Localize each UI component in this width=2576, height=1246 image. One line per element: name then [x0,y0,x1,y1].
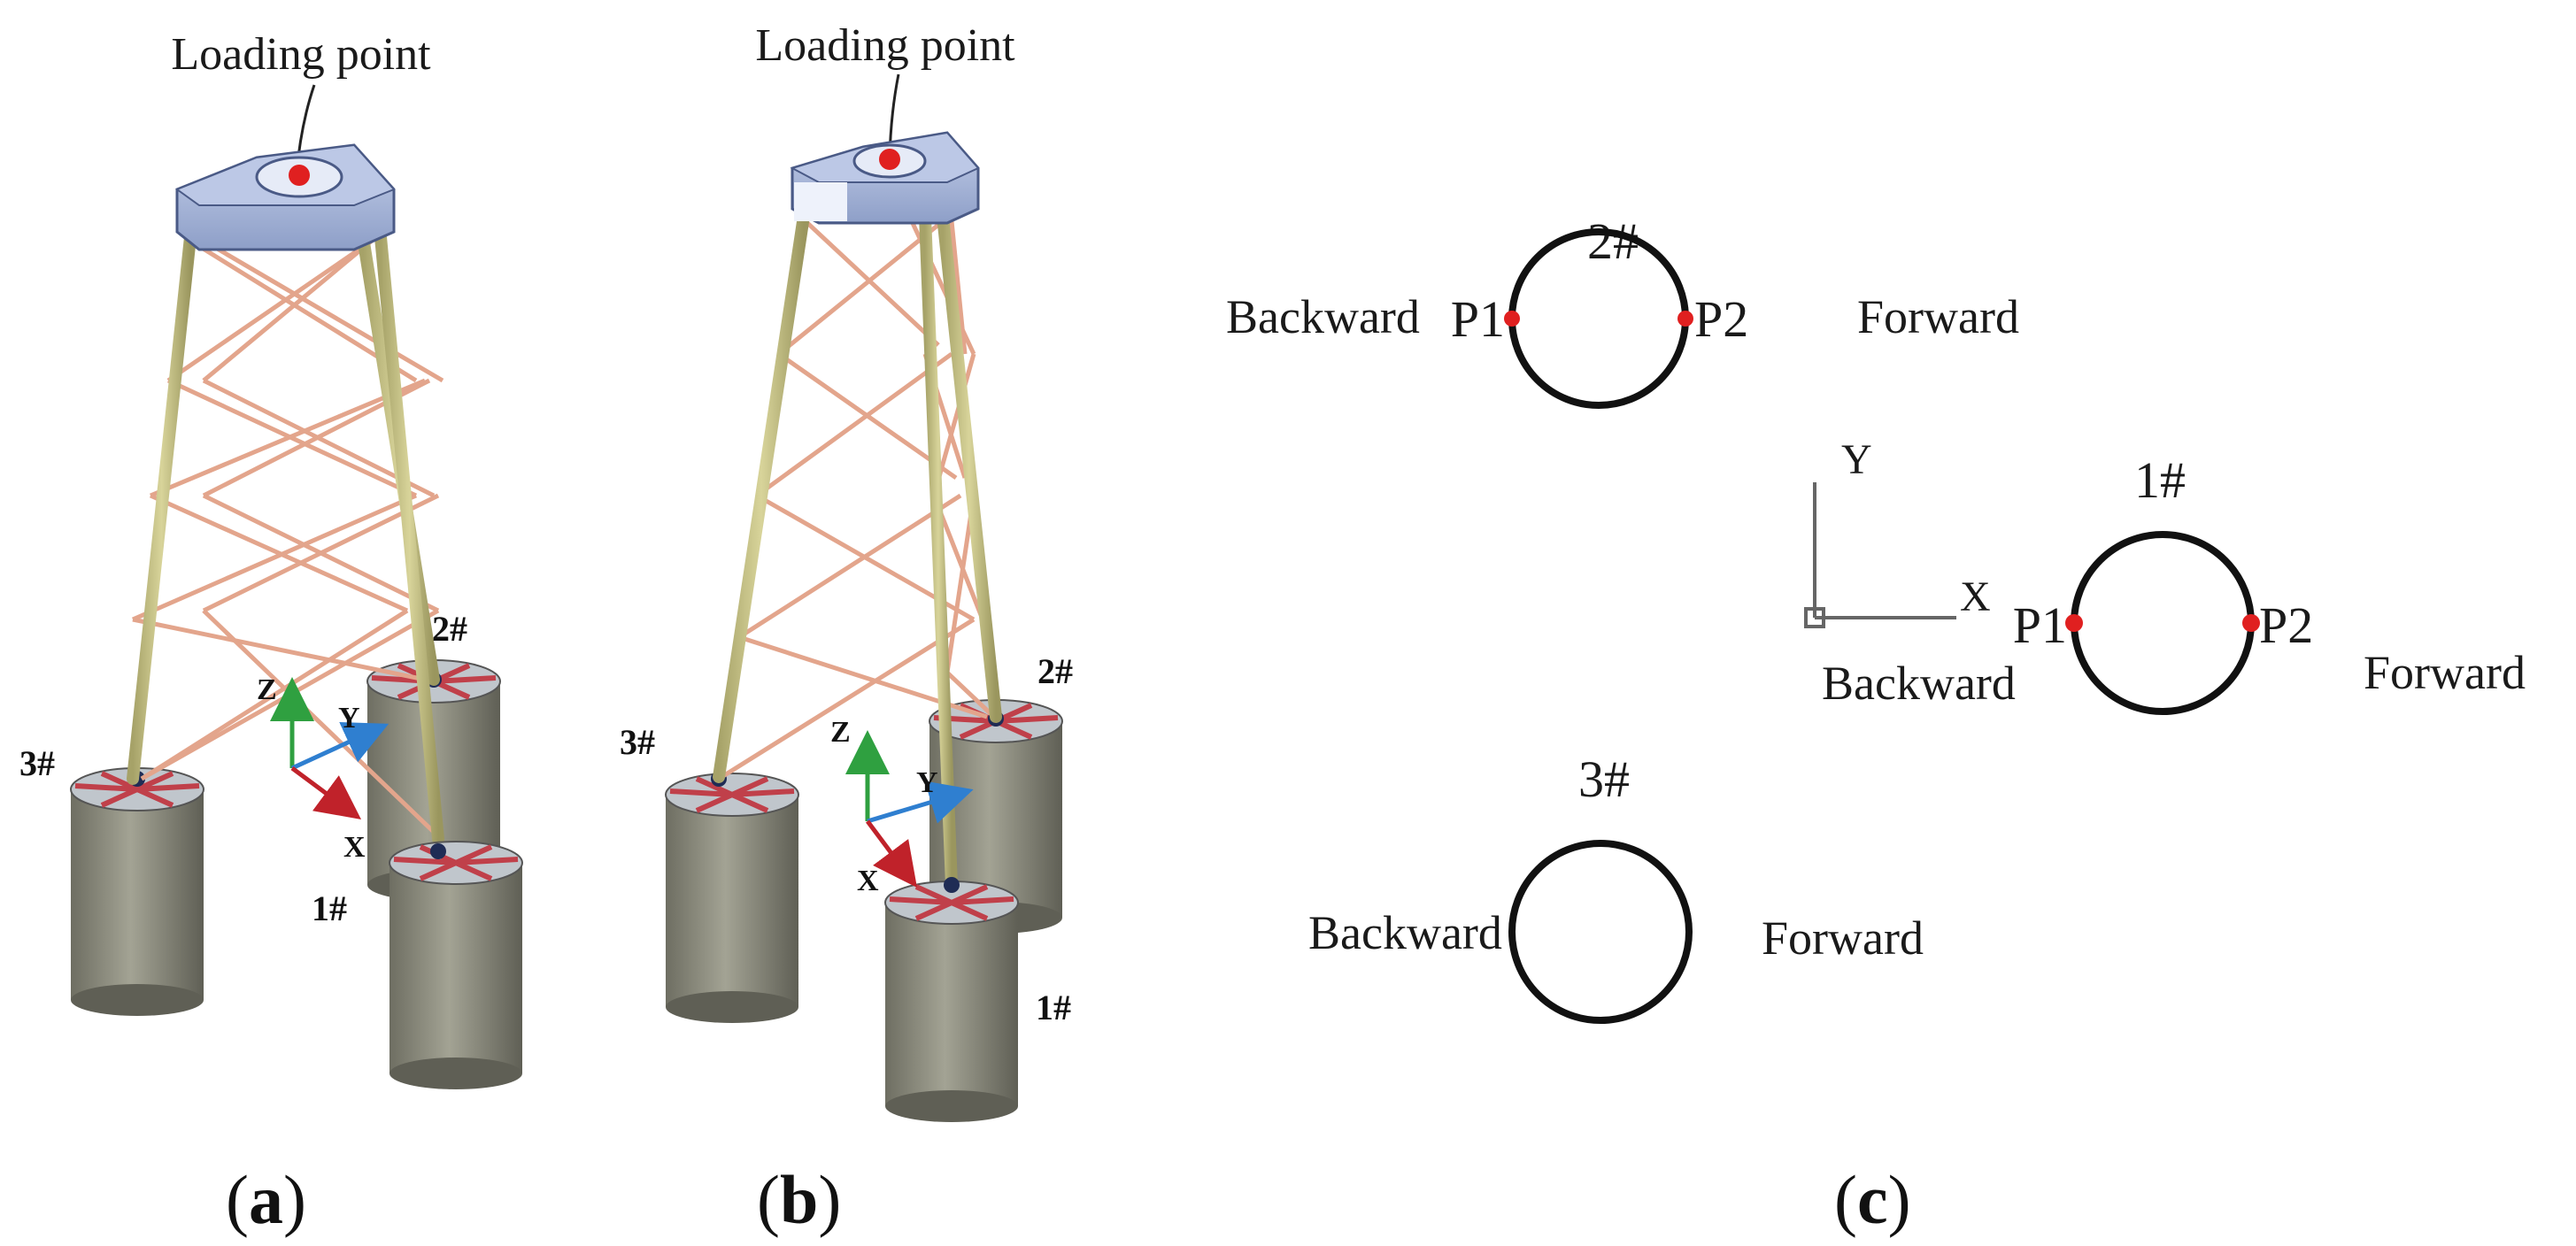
panel-c-pile-3-label: 3# [1578,750,1630,808]
panel-a-axis-z-label: Z [257,673,277,706]
panel-b-bucket-3 [665,771,799,1023]
panel-c-pile-3-circle [1508,840,1693,1024]
panel-c-pile-2-backward: Backward [1226,290,1420,343]
panel-b-loading-point-label: Loading point [755,20,1015,71]
panel-a-pile-1-label: 1# [312,888,347,928]
panel-c-pile-1-p2-marker [2242,614,2260,632]
panel-a-axis-triad: Z Y X [257,673,389,864]
panel-a-bucket-3 [70,767,204,1016]
panel-a-pile-3-label: 3# [19,743,55,783]
panel-c-pile-1-backward: Backward [1822,657,2016,710]
panel-c-axes: Y X [1804,436,1991,628]
panel-a-axis-x-label: X [343,831,366,864]
panel-c-pile-1-p2-label: P2 [2259,596,2313,654]
panel-b-loading-point-marker [879,149,900,170]
panel-c-pile-1: 1# P1 P2 Backward Forward [1822,451,2526,715]
panel-c-pile-1-circle [2071,531,2255,715]
panel-c-pile-1-p1-marker [2065,614,2083,632]
panel-a-legs [127,231,444,845]
panel-a-loading-point-marker [289,165,310,186]
panel-b-axis-triad: Z Y X [830,716,974,897]
panel-c-axis-y-label: Y [1841,436,1872,483]
panel-a-loading-point-label: Loading point [171,29,431,80]
panel-b-caption: (b) [757,1161,841,1238]
panel-b-axis-y-label: Y [916,766,938,799]
panel-c-pile-2-p2-marker [1677,311,1693,327]
panel-b-pile-3-label: 3# [620,722,655,762]
panel-a-caption: (a) [226,1161,306,1238]
panel-c-pile-1-p1-label: P1 [2013,596,2067,654]
panel-c-axis-x-label: X [1960,573,1991,620]
panel-b-jacket-model: Loading point [620,20,1073,1238]
panel-c-pile-1-label: 1# [2134,451,2186,509]
panel-a-bucket-1 [389,841,523,1089]
panel-b-axis-z-label: Z [830,716,851,749]
panel-c-pile-3-backward: Backward [1308,906,1502,959]
panel-c-plan-view: 2# P1 P2 Backward Forward Y X 1# P1 P2 B… [1226,212,2526,1238]
panel-b-bucket-1 [884,877,1019,1122]
panel-c-pile-2-p2-label: P2 [1694,290,1748,348]
panel-c-pile-2-forward: Forward [1857,290,2019,343]
panel-b-pile-2-label: 2# [1037,651,1073,691]
panel-a-transition-piece [174,143,396,251]
panel-c-pile-2: 2# P1 P2 Backward Forward [1226,212,2019,409]
panel-a-jacket-model: Loading point [19,29,523,1238]
panel-b-transition-piece [790,131,980,225]
panel-b-pile-1-label: 1# [1036,988,1071,1027]
panel-c-pile-3-forward: Forward [1762,911,1924,965]
panel-c-pile-2-p1-label: P1 [1451,290,1505,348]
panel-c-caption: (c) [1834,1161,1911,1238]
panel-b-axis-x-label: X [857,865,879,897]
panel-b-legs [713,210,1002,891]
panel-a-axis-y-label: Y [338,702,360,735]
panel-a-pile-2-label: 2# [432,609,467,649]
panel-c-pile-3: 3# Backward Forward [1308,750,1924,1024]
panel-c-pile-2-p1-marker [1504,311,1520,327]
panel-c-pile-1-forward: Forward [2364,646,2526,699]
